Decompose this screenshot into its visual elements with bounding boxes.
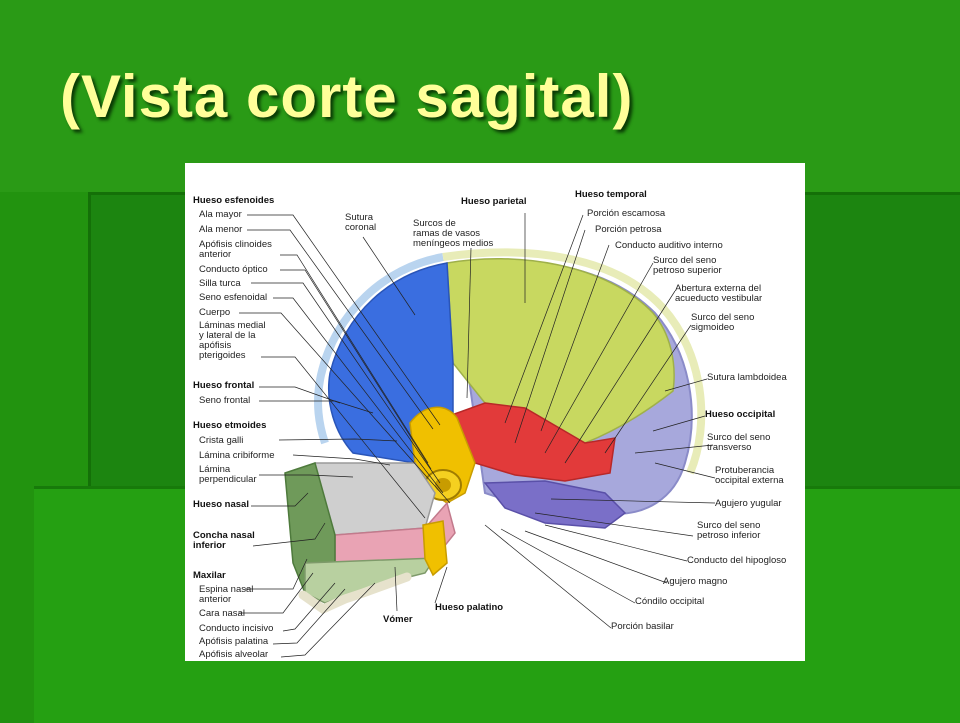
parietal-bone: [446, 257, 675, 444]
label-apofisis-palatina: Apófisis palatina: [199, 636, 269, 647]
label-agujero-yugular: Agujero yugular: [715, 498, 782, 509]
label-conducto-incisivo: Conducto incisivo: [199, 623, 274, 634]
label-ala-mayor: Ala mayor: [199, 209, 242, 220]
label-apofisis-clinoides: Apófisis clinoides anterior: [199, 239, 272, 260]
label-surco-sigmoideo: Surco del seno sigmoideo: [691, 312, 755, 333]
label-hueso-nasal: Hueso nasal: [193, 499, 249, 510]
maxilla: [304, 557, 437, 604]
label-hueso-temporal: Hueso temporal: [575, 189, 647, 200]
label-sutura-lambdoidea: Sutura lambdoidea: [707, 372, 787, 383]
slide-title: (Vista corte sagital): [60, 63, 634, 130]
temporal-bone: [433, 402, 616, 482]
outer-table: [314, 253, 444, 445]
label-porcion-petrosa: Porción petrosa: [595, 224, 662, 235]
label-condilo-occipital: Cóndilo occipital: [635, 596, 705, 607]
label-seno-esfenoidal: Seno esfenoidal: [199, 292, 268, 303]
label-surco-transverso: Surco del seno transverso: [707, 432, 771, 453]
label-hueso-esfenoides: Hueso esfenoides: [193, 195, 275, 206]
label-hueso-palatino: Hueso palatino: [435, 602, 504, 613]
label-ala-menor: Ala menor: [199, 224, 243, 235]
label-maxilar: Maxilar: [193, 570, 226, 581]
label-silla-turca: Silla turca: [199, 278, 241, 289]
label-concha-nasal: Concha nasal inferior: [193, 530, 255, 551]
label-conducto-hipogloso: Conducto del hipogloso: [687, 555, 787, 566]
label-abertura-externa: Abertura externa del acueducto vestibula…: [675, 283, 763, 304]
label-porcion-basilar: Porción basilar: [611, 621, 674, 632]
label-espina-nasal: Espina nasal anterior: [199, 584, 254, 605]
label-apofisis-alveolar: Apófisis alveolar: [199, 649, 269, 660]
label-lamina-perpendicular: Lámina perpendicular: [199, 464, 257, 485]
label-hueso-parietal: Hueso parietal: [461, 196, 527, 207]
label-hueso-frontal: Hueso frontal: [193, 380, 255, 391]
label-sutura-coronal: Sutura coronal: [345, 212, 377, 233]
label-laminas-medial: Láminas medial y lateral de la apófisis …: [199, 320, 266, 361]
outer-table-back: [442, 248, 706, 475]
label-conducto-auditivo: Conducto auditivo interno: [615, 240, 723, 251]
teeth: [298, 572, 412, 615]
label-protuberancia: Protuberancia occipital externa: [715, 465, 784, 486]
label-surco-petroso-sup: Surco del seno petroso superior: [653, 255, 722, 276]
label-seno-frontal: Seno frontal: [199, 395, 251, 406]
label-surco-petroso-inf: Surco del seno petroso inferior: [697, 520, 761, 541]
label-crista-galli: Crista galli: [199, 435, 244, 446]
label-hueso-etmoides: Hueso etmoides: [193, 420, 267, 431]
label-surcos-ramas: Surcos de ramas de vasos meníngeos medio…: [413, 218, 494, 249]
basilar-part: [483, 480, 627, 529]
label-conducto-optico: Conducto óptico: [199, 264, 268, 275]
palatine-bone: [422, 520, 448, 577]
label-cara-nasal: Cara nasal: [199, 608, 245, 619]
skull-drawing: [239, 213, 716, 658]
label-hueso-occipital: Hueso occipital: [705, 409, 776, 420]
leader-lines: [239, 213, 716, 658]
label-cuerpo: Cuerpo: [199, 307, 231, 318]
label-agujero-magno: Agujero magno: [663, 576, 728, 587]
label-lamina-cribiforme: Lámina cribiforme: [199, 450, 275, 461]
background-band-top: [0, 0, 960, 192]
label-vomer: Vómer: [383, 614, 413, 625]
skull-sagittal-illustration: Hueso esfenoides Ala mayor Ala menor Apó…: [185, 163, 805, 661]
label-porcion-escamosa: Porción escamosa: [587, 208, 666, 219]
